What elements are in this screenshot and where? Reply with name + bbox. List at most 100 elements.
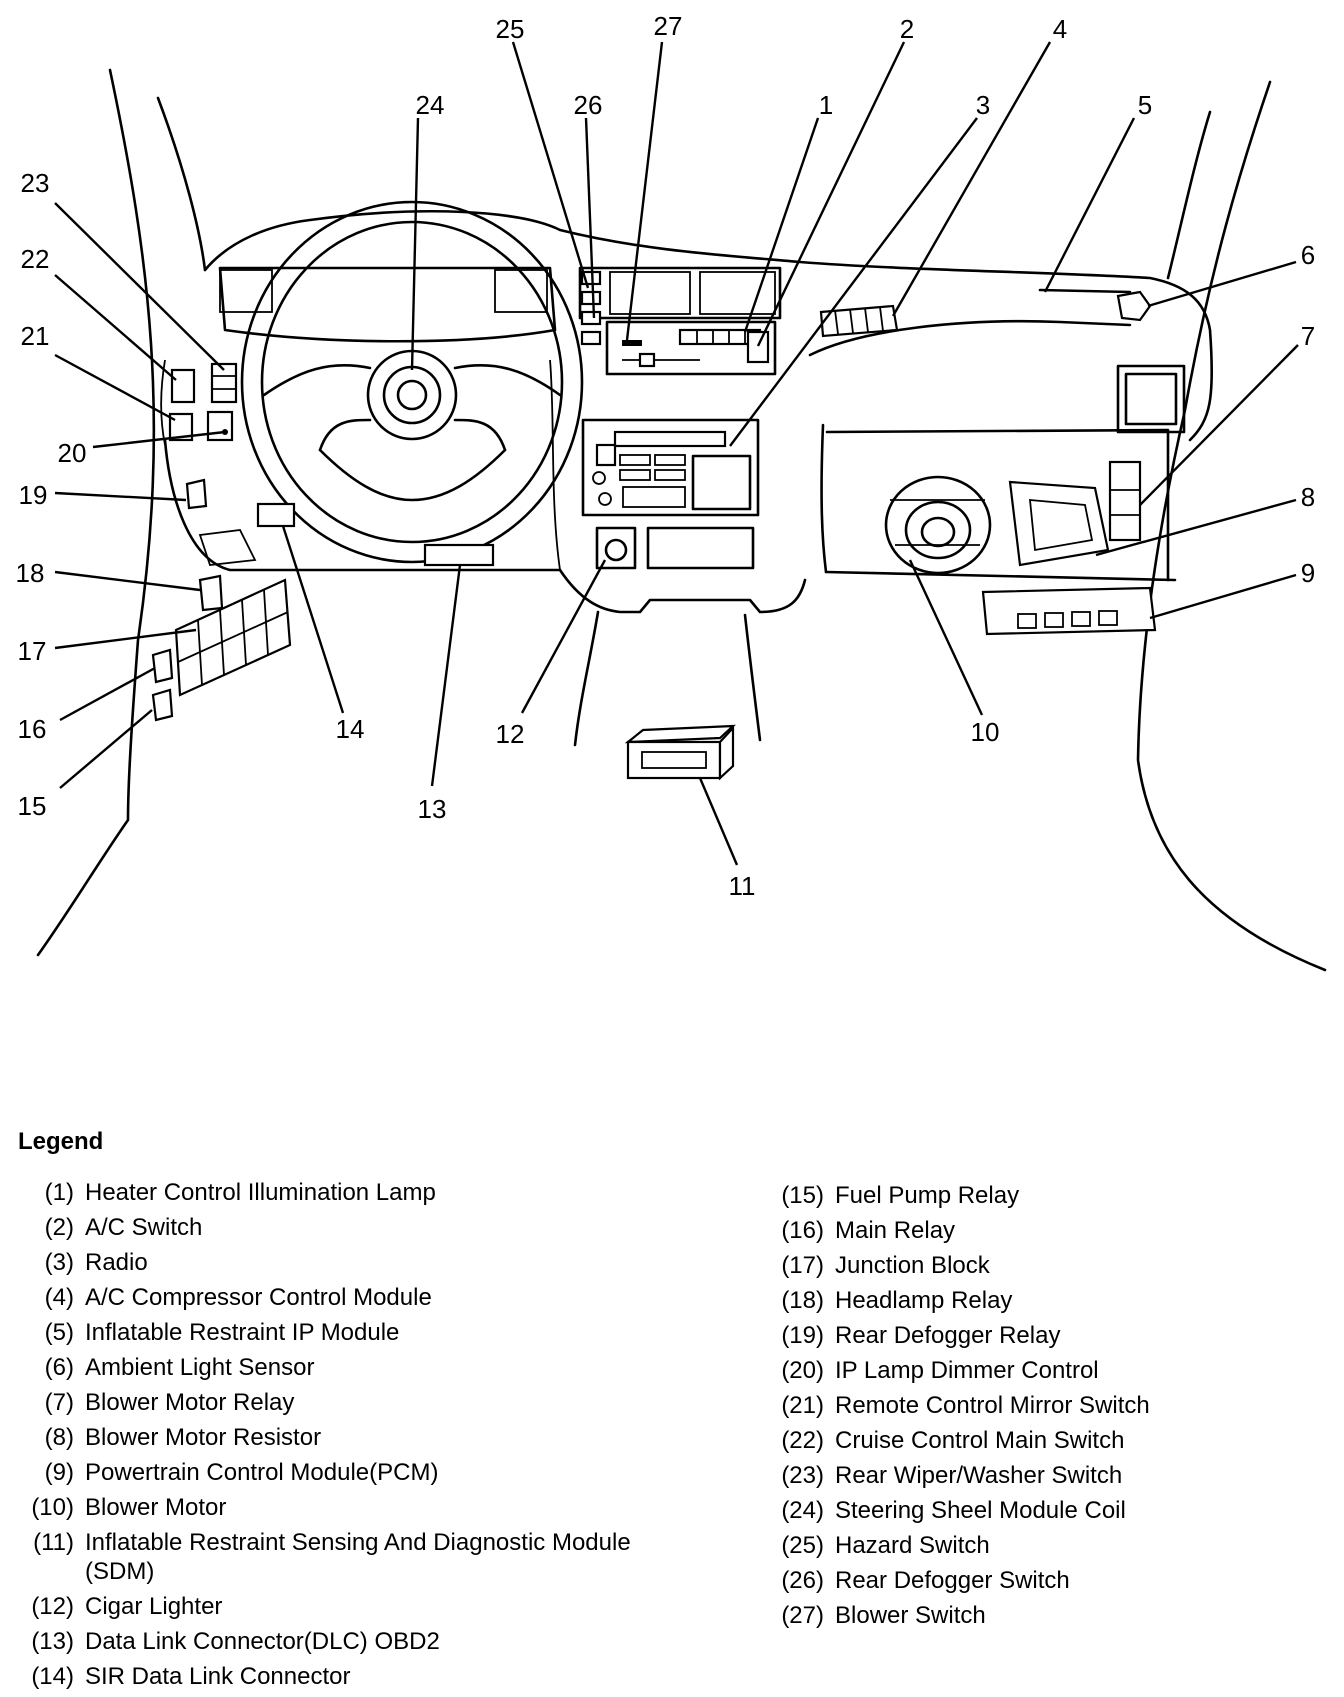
callout-22: 22 <box>21 244 50 274</box>
legend-number: (10) <box>31 1494 74 1521</box>
instrument-cluster <box>218 266 557 343</box>
callout-16: 16 <box>18 714 47 744</box>
callout-6: 6 <box>1301 240 1315 270</box>
callout-19: 19 <box>19 480 48 510</box>
legend-number: (16) <box>781 1217 824 1244</box>
legend-entry: (6)Ambient Light Sensor <box>10 1353 650 1382</box>
legend-text: Powertrain Control Module(PCM) <box>85 1459 439 1486</box>
legend-entry: (24)Steering Sheel Module Coil <box>760 1496 1320 1525</box>
legend-entry: (12) Cigar Lighter <box>10 1592 650 1621</box>
legend-number: (26) <box>781 1567 824 1594</box>
legend-number: (11) <box>33 1529 74 1556</box>
callout-12: 12 <box>496 719 525 749</box>
legend-entry: (15) Fuel Pump Relay <box>760 1181 1320 1210</box>
legend-text: Blower Motor <box>85 1494 227 1521</box>
legend-entry: (21) Remote Control Mirror Switch <box>760 1391 1320 1420</box>
legend-number: (24) <box>781 1497 824 1524</box>
sdm-box <box>624 724 736 781</box>
legend-number: (25) <box>781 1532 824 1559</box>
legend-text: Blower Motor Resistor <box>85 1424 322 1451</box>
legend-text: IP Lamp Dimmer Control <box>835 1357 1099 1384</box>
callout-11: 11 <box>729 871 756 901</box>
callout-21: 21 <box>21 321 50 351</box>
legend-text: Junction Block <box>835 1252 990 1279</box>
legend-number: (2) <box>44 1214 74 1241</box>
legend-text: Data Link Connector(DLC) OBD2 <box>85 1628 440 1655</box>
legend-entry: (26)Rear Defogger Switch <box>760 1566 1320 1595</box>
callout-labels: 1 2 3 4 5 6 7 8 9 10 11 12 13 14 15 16 1… <box>16 11 1316 901</box>
legend-text: Blower Switch <box>835 1602 986 1629</box>
callout-1: 1 <box>819 90 833 120</box>
callout-4: 4 <box>1053 14 1067 44</box>
legend-entry: (9) Powertrain Control Module(PCM) <box>10 1458 650 1487</box>
legend-text: Hazard Switch <box>835 1532 990 1559</box>
legend-number: (1) <box>44 1179 74 1206</box>
legend-number: (14) <box>31 1663 74 1690</box>
legend-text: Headlamp Relay <box>835 1287 1013 1314</box>
legend-entry: (23) Rear Wiper/Washer Switch <box>760 1461 1320 1490</box>
legend-number: (19) <box>781 1322 824 1349</box>
legend-text: Radio <box>85 1249 148 1276</box>
callout-15: 15 <box>18 791 47 821</box>
callout-27: 27 <box>654 11 683 41</box>
legend-entry: (19) Rear Defogger Relay <box>760 1321 1320 1350</box>
legend-text: Rear Defogger Relay <box>835 1322 1061 1349</box>
legend-text: A/C Compressor Control Module <box>85 1284 432 1311</box>
callout-20: 20 <box>58 438 87 468</box>
legend-number: (5) <box>44 1319 74 1346</box>
legend-entry: (20) IP Lamp Dimmer Control <box>760 1356 1320 1385</box>
legend-number: (21) <box>781 1392 824 1419</box>
callout-17: 17 <box>18 636 47 666</box>
legend-text: Rear Wiper/Washer Switch <box>835 1462 1123 1489</box>
callout-7: 7 <box>1301 321 1315 351</box>
callout-9: 9 <box>1301 558 1315 588</box>
legend-entry: (1) Heater Control Illumination Lamp <box>10 1178 650 1207</box>
legend-entry: (16)Main Relay <box>760 1216 1320 1245</box>
legend-entry: (13) Data Link Connector(DLC) OBD2 <box>10 1627 650 1656</box>
legend-number: (3) <box>44 1249 74 1276</box>
legend-number: (23) <box>781 1462 824 1489</box>
legend-text: Fuel Pump Relay <box>835 1182 1020 1209</box>
legend-number: (8) <box>44 1424 74 1451</box>
legend-entry: (27)Blower Switch <box>760 1601 1320 1630</box>
legend-entry: (25) Hazard Switch <box>760 1531 1320 1560</box>
legend-number: (6) <box>44 1354 74 1381</box>
legend-right-column: (15) Fuel Pump Relay (16)Main Relay (17) Jun… <box>760 1181 1320 1636</box>
legend-entry: (3) Radio <box>10 1248 650 1277</box>
legend-text: Remote Control Mirror Switch <box>835 1392 1150 1419</box>
callout-24: 24 <box>416 90 445 120</box>
callout-8: 8 <box>1301 482 1315 512</box>
legend-number: (17) <box>781 1252 824 1279</box>
legend-number: (15) <box>781 1182 824 1209</box>
legend-text: Inflatable Restraint Sensing And Diagnos… <box>85 1529 631 1585</box>
legend-text: A/C Switch <box>85 1214 203 1241</box>
legend-text: SIR Data Link Connector <box>85 1663 351 1690</box>
callout-3: 3 <box>976 90 990 120</box>
legend-number: (18) <box>781 1287 824 1314</box>
legend-text: Cruise Control Main Switch <box>835 1427 1125 1454</box>
legend-text: Cigar Lighter <box>85 1593 223 1620</box>
legend-entry: (10) Blower Motor <box>10 1493 650 1522</box>
callout-23: 23 <box>21 168 50 198</box>
legend-entry: (14) SIR Data Link Connector <box>10 1662 650 1691</box>
callout-18: 18 <box>16 558 45 588</box>
legend-entry: (2) A/C Switch <box>10 1213 650 1242</box>
legend-entry: (17) Junction Block <box>760 1251 1320 1280</box>
legend-number: (12) <box>31 1593 74 1620</box>
legend-text: Inflatable Restraint IP Module <box>85 1319 400 1346</box>
legend-text: Heater Control Illumination Lamp <box>85 1179 436 1206</box>
legend-number: (13) <box>31 1628 74 1655</box>
legend-number: (9) <box>44 1459 74 1486</box>
legend-entry: (4)A/C Compressor Control Module <box>10 1283 650 1312</box>
lower-console <box>595 526 755 570</box>
legend-number: (20) <box>781 1357 824 1384</box>
legend-entry: (11) Inflatable Restraint Sensing And Dia… <box>10 1528 650 1586</box>
legend-entry: (5) Inflatable Restraint IP Module <box>10 1318 650 1347</box>
callout-10: 10 <box>971 717 1000 747</box>
legend-title: Legend <box>18 1128 104 1155</box>
legend-entry: (18) Headlamp Relay <box>760 1286 1320 1315</box>
callout-26: 26 <box>574 90 603 120</box>
legend-entry: (7)Blower Motor Relay <box>10 1388 650 1417</box>
legend-entry: (8) Blower Motor Resistor <box>10 1423 650 1452</box>
leader-lines <box>54 41 1299 866</box>
